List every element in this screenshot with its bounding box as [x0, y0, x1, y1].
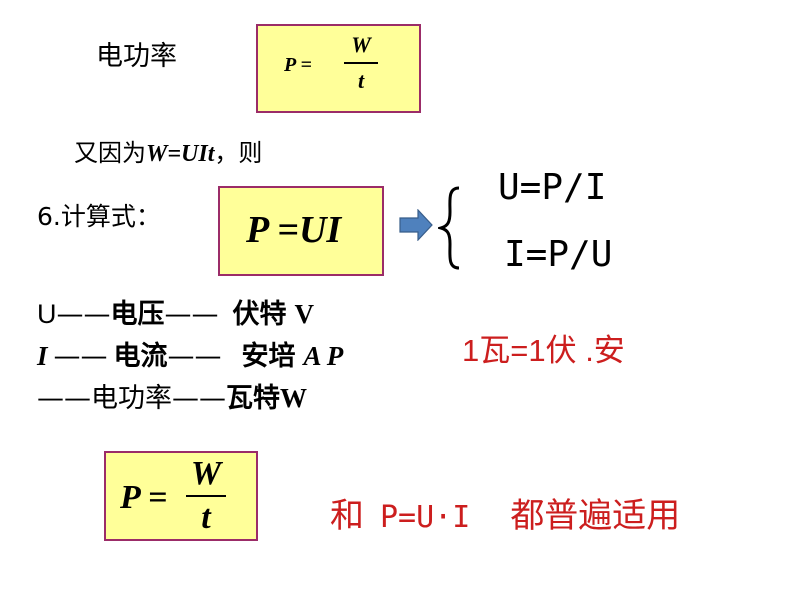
quantity-name: 电压	[110, 299, 165, 330]
applicability-formula: P=U·I	[380, 500, 471, 535]
formula-top-numerator: W	[351, 32, 371, 57]
unit-dash: ——	[164, 299, 219, 330]
derivation-line: 又因为W=UIt，则	[74, 133, 262, 168]
unit-symbol-i: I	[37, 341, 48, 371]
applicability-suffix: 都普遍适用	[510, 496, 681, 536]
unit-symbol: A P	[303, 341, 344, 371]
unit-symbol: V	[294, 299, 315, 329]
unit-dash: ——	[37, 383, 91, 414]
section-label: 6.计算式：	[37, 202, 161, 231]
unit-symbol: W	[280, 383, 307, 413]
derivation-expr: W=UIt	[146, 141, 215, 167]
formula-pui: P =UI	[246, 209, 342, 251]
unit-name: 伏特	[232, 299, 287, 330]
formula-bottom-fraction-bar	[186, 495, 226, 497]
title-label: 电功率	[96, 41, 177, 72]
unit-symbol-u: U	[37, 299, 57, 329]
formula-bottom-lhs: P =	[120, 479, 168, 516]
unit-name: 瓦特	[226, 383, 280, 414]
formula-top-lhs: P =	[284, 54, 312, 76]
unit-dash: ——	[167, 341, 222, 372]
formula-top-fraction-bar	[344, 62, 378, 64]
quantity-name: 电功率	[91, 383, 172, 414]
unit-conversion: 1瓦=1伏 .安	[462, 333, 625, 368]
applicability-prefix: 和	[330, 496, 364, 536]
curly-brace-icon	[438, 186, 460, 270]
formula-box-pui: P =UI	[218, 186, 384, 276]
arrow-right-icon	[399, 209, 433, 241]
formula-box-top: P = W t	[256, 24, 421, 113]
formula-bottom-denominator: t	[201, 499, 211, 536]
derived-line-1: U=P/I	[498, 167, 607, 208]
formula-box-bottom: P = W t	[104, 451, 258, 541]
derived-line-2: I=P/U	[504, 234, 613, 275]
unit-name: 安培	[241, 341, 296, 372]
derivation-prefix: 又因为	[74, 139, 146, 167]
unit-dash: ——	[172, 383, 226, 414]
unit-dash: ——	[53, 341, 108, 372]
quantity-name: 电流	[113, 341, 168, 372]
formula-top-denominator: t	[357, 68, 365, 93]
derivation-suffix: ，则	[214, 139, 263, 167]
formula-bottom-numerator: W	[190, 455, 222, 492]
unit-dash: ——	[56, 299, 111, 330]
units-row-power: ——电功率——瓦特W	[37, 376, 307, 415]
applicability-note: 和 P=U·I 都普遍适用	[330, 488, 680, 537]
